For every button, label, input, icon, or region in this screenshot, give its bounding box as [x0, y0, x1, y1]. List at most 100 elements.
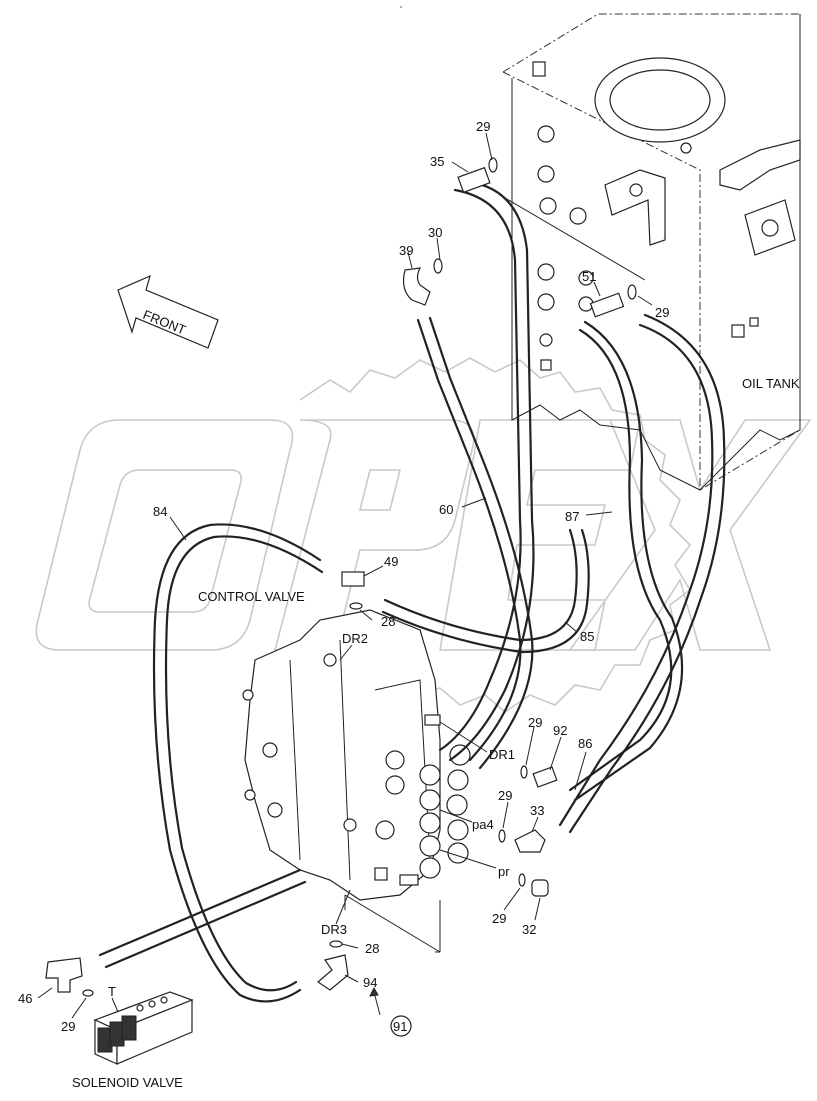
hose-86-outer-b: [568, 313, 726, 834]
spool-cap-6: [419, 764, 441, 786]
spool-cap-8: [419, 812, 441, 834]
port-labels: DR2 DR1 pa4 pr DR3 T: [108, 631, 515, 999]
oil-tank-port-3: [539, 197, 557, 215]
o-ring-30: [433, 258, 443, 274]
leader-t: [111, 997, 119, 1013]
watermark-gear: [299, 357, 692, 714]
solenoid-valve-label: SOLENOID VALVE: [72, 1075, 183, 1090]
control-valve-section-1: [289, 659, 301, 861]
control-valve-spools: [242, 653, 471, 886]
fitting-dr1: [424, 714, 441, 726]
oil-tank-mount: [604, 169, 666, 246]
hose-39-outer-a: [416, 318, 522, 762]
o-ring-28-bottom: [329, 940, 343, 948]
part-label-33: 33: [530, 803, 544, 818]
oil-tank-port-10: [540, 359, 552, 371]
hose-39-outer-b: [428, 316, 534, 770]
port-label-pr: pr: [498, 864, 510, 879]
bolt-3: [242, 689, 254, 701]
port-center: [343, 818, 357, 832]
bolt-4: [244, 789, 256, 801]
solenoid-coil-3: [121, 1015, 137, 1041]
hose-87-outer-b: [573, 320, 684, 802]
oil-tank-port-7: [539, 333, 553, 347]
solenoid-port-1: [136, 1004, 144, 1012]
leader-87: [585, 511, 613, 516]
part-label-94: 94: [363, 975, 377, 990]
watermark-letter-e: [439, 419, 641, 651]
header-mark: a: [400, 4, 403, 9]
part-label-28-top: 28: [381, 614, 395, 629]
oil-tank-guide-line: [499, 194, 646, 281]
oil-tank: OIL TANK: [499, 13, 801, 491]
leader-lines: [37, 132, 653, 1019]
control-valve: CONTROL VALVE: [198, 589, 471, 901]
solenoid-port-3: [160, 996, 168, 1004]
elbow-94: [317, 954, 349, 991]
part-label-91: 91: [393, 1019, 407, 1034]
port-label-dr1: DR1: [489, 747, 515, 762]
bolt-2: [267, 802, 283, 818]
oil-tank-breather: [532, 61, 546, 77]
port-label-dr2: DR2: [342, 631, 368, 646]
o-ring-29-pa4: [498, 829, 506, 843]
leader-29-right: [637, 295, 653, 306]
oil-tank-label: OIL TANK: [742, 376, 800, 391]
plug-32: [531, 879, 549, 897]
leader-32: [534, 897, 541, 921]
oil-tank-port-8: [578, 270, 594, 286]
oil-tank-sensor-cap: [749, 317, 759, 327]
leader-46: [37, 987, 53, 999]
leader-pa4: [439, 809, 473, 823]
part-label-85: 85: [580, 629, 594, 644]
elbow-39: [402, 267, 431, 306]
spool-cap-3: [446, 794, 468, 816]
part-label-30: 30: [428, 225, 442, 240]
front-direction-arrow: FRONT: [117, 274, 219, 349]
o-ring-29-solenoid: [82, 989, 94, 997]
spool-cap-10: [419, 857, 441, 879]
hose-84-outer-b: [164, 535, 324, 992]
part-callout-circle-91: [390, 1015, 412, 1037]
spool-cap-13: [375, 820, 395, 840]
oil-tank-edge-left: [511, 78, 701, 491]
part-label-28-bottom: 28: [365, 941, 379, 956]
part-label-29-solenoid: 29: [61, 1019, 75, 1034]
part-label-29-pa4: 29: [498, 788, 512, 803]
part-label-86: 86: [578, 736, 592, 751]
leader-29-solenoid: [71, 997, 87, 1019]
part-label-51: 51: [582, 269, 596, 284]
port-label-dr3: DR3: [321, 922, 347, 937]
hose-solenoid-outer-b: [104, 880, 307, 969]
o-ring-29-right: [627, 284, 637, 300]
port-label-t: T: [108, 984, 116, 999]
leader-29-pr: [503, 887, 521, 911]
tee-51: [589, 292, 625, 318]
spool-cap-4: [447, 819, 469, 841]
port-label-pa4: pa4: [472, 817, 494, 832]
control-valve-section-2: [339, 639, 351, 881]
hose-85-outer-a: [383, 528, 578, 642]
oil-tank-plug: [680, 142, 692, 154]
spool-cap-1: [449, 744, 471, 766]
part-label-46: 46: [18, 991, 32, 1006]
leader-28-bottom: [341, 943, 359, 949]
solenoid-valve-side: [116, 999, 193, 1065]
o-ring-29-pr: [518, 873, 526, 887]
front-arrow-shape: [117, 274, 219, 349]
leader-dr2: [339, 644, 353, 661]
oil-tank-outline-back: [502, 13, 801, 491]
leader-60: [461, 497, 487, 508]
hose-60-outer-a: [438, 188, 522, 752]
part-label-92: 92: [553, 723, 567, 738]
part-number-labels: 29 35 30 39 51 29 60 87 84 49 28 85 29 9…: [18, 119, 669, 1037]
hose-84-outer-a: [152, 523, 322, 1003]
leader-92: [549, 736, 562, 771]
oil-tank-top-cover-inner: [609, 69, 711, 131]
oil-tank-port-1: [537, 125, 555, 143]
hose-87-outer-a: [568, 328, 673, 792]
watermark-letter-x: [568, 419, 812, 651]
control-valve-label: CONTROL VALVE: [198, 589, 305, 604]
bolt-1: [262, 742, 278, 758]
